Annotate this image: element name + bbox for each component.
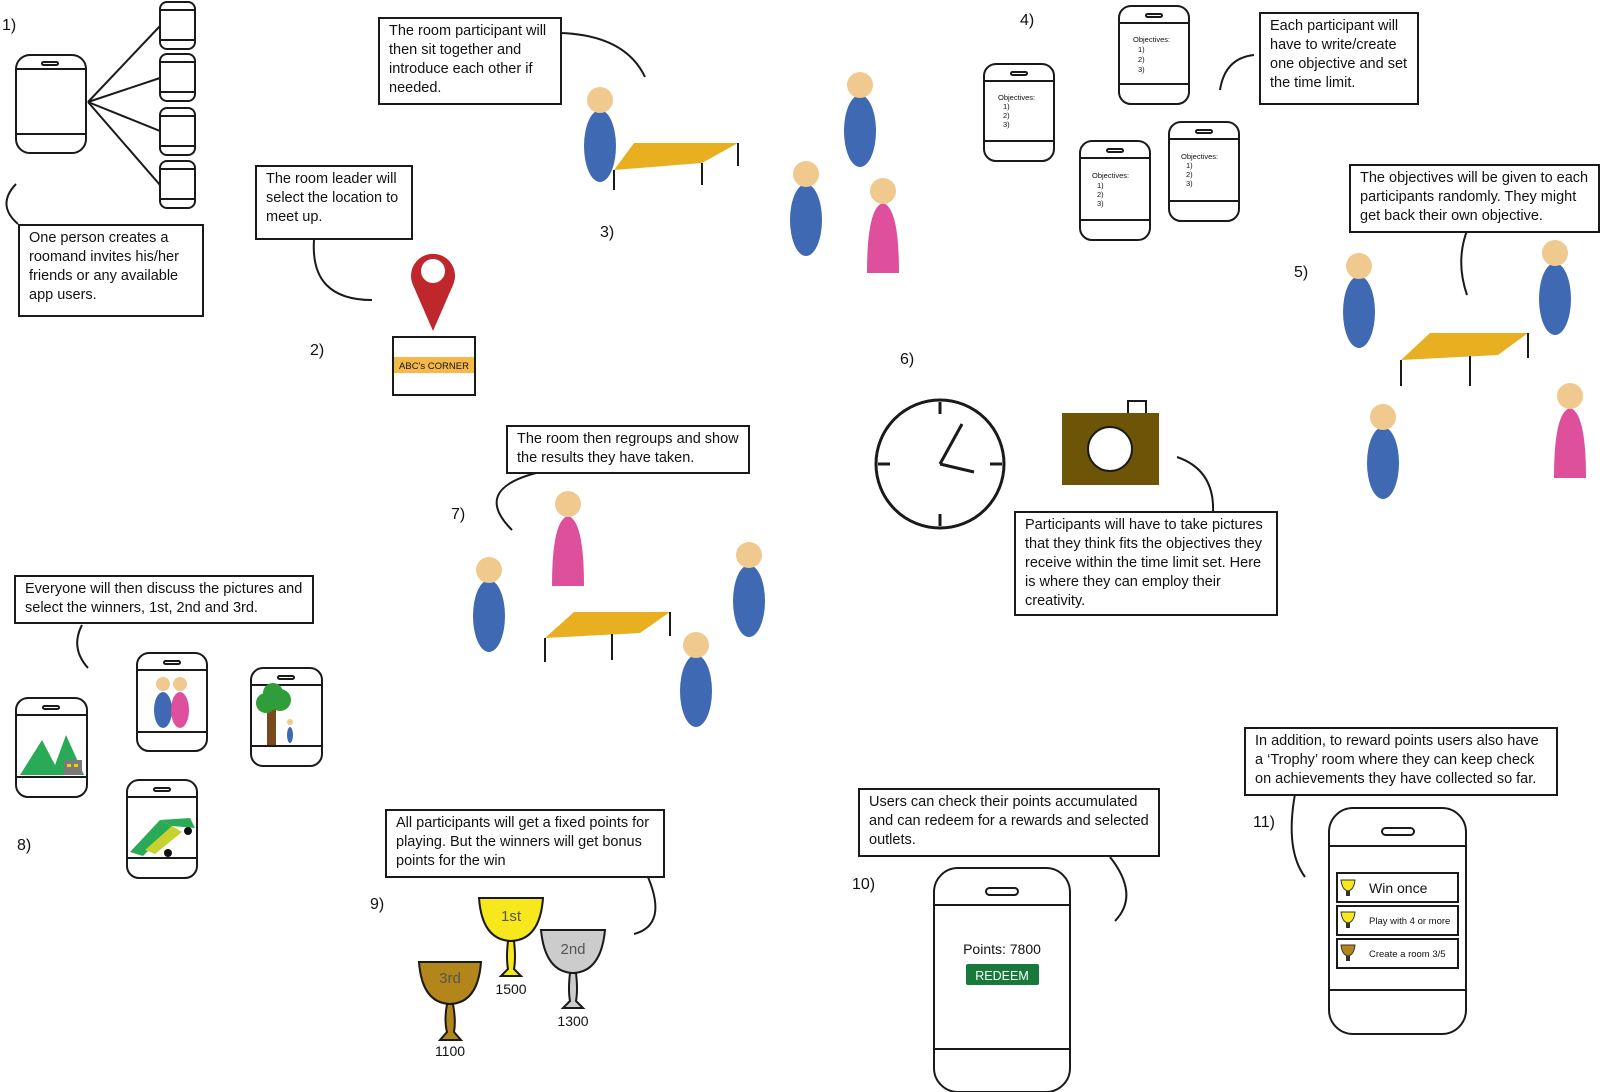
redeem-button-bg bbox=[966, 964, 1039, 985]
step9-graphic bbox=[417, 876, 657, 1041]
trophy-2nd-rank: 2nd bbox=[560, 941, 585, 958]
step10-graphic bbox=[933, 856, 1128, 1092]
field-photo bbox=[130, 818, 195, 857]
step-number-2: 2) bbox=[310, 342, 325, 359]
tree-photo bbox=[256, 683, 293, 745]
step-number-11: 11) bbox=[1253, 814, 1275, 831]
step-number-10: 10) bbox=[852, 876, 876, 893]
location-label: ABC's CORNER bbox=[399, 361, 469, 372]
step1-caption: One person creates a roomand invites his… bbox=[18, 224, 204, 317]
svg-text:2): 2) bbox=[1097, 190, 1104, 199]
mountain-photo bbox=[20, 735, 84, 775]
couple-photo bbox=[154, 677, 189, 728]
step-number-4: 4) bbox=[1020, 12, 1035, 29]
trophy-1st-points: 1500 bbox=[495, 981, 526, 997]
svg-text:1): 1) bbox=[1003, 102, 1010, 111]
step7-graphic bbox=[473, 472, 765, 727]
clock-icon bbox=[874, 398, 1006, 530]
svg-text:Objectives:: Objectives: bbox=[1133, 35, 1170, 44]
achievement-create-room: Create a room 3/5 bbox=[1369, 949, 1446, 960]
step8-graphic bbox=[15, 624, 323, 879]
step1-graphic bbox=[5, 1, 196, 225]
svg-text:Objectives:: Objectives: bbox=[1181, 152, 1218, 161]
step6-caption: Participants will have to take pictures … bbox=[1014, 511, 1278, 616]
svg-text:3): 3) bbox=[1186, 179, 1193, 188]
svg-text:1): 1) bbox=[1186, 161, 1193, 170]
step3-graphic bbox=[559, 32, 899, 273]
step-number-8: 8) bbox=[17, 837, 32, 854]
step-number-9: 9) bbox=[370, 896, 385, 913]
achievement-play-4: Play with 4 or more bbox=[1369, 916, 1450, 927]
step8-caption: Everyone will then discuss the pictures … bbox=[14, 575, 314, 624]
redeem-button[interactable]: REDEEM bbox=[975, 969, 1028, 983]
svg-text:Objectives:: Objectives: bbox=[1092, 171, 1129, 180]
trophy-2nd-points: 1300 bbox=[557, 1013, 588, 1029]
step11-caption: In addition, to reward points users also… bbox=[1244, 727, 1558, 796]
step6-graphic bbox=[874, 398, 1215, 530]
svg-text:2): 2) bbox=[1003, 111, 1010, 120]
step10-caption: Users can check their points accumulated… bbox=[858, 788, 1160, 857]
svg-text:2): 2) bbox=[1138, 55, 1145, 64]
step5-graphic bbox=[1343, 227, 1586, 499]
table bbox=[545, 612, 670, 638]
svg-text:Objectives:: Objectives: bbox=[998, 93, 1035, 102]
achievement-win-once: Win once bbox=[1369, 880, 1428, 896]
step4-graphic bbox=[983, 5, 1255, 241]
step9-caption: All participants will get a fixed points… bbox=[385, 809, 665, 878]
main-phone bbox=[15, 54, 87, 154]
svg-text:1): 1) bbox=[1097, 181, 1104, 190]
step-number-7: 7) bbox=[451, 506, 466, 523]
trophy-1st-rank: 1st bbox=[501, 908, 522, 925]
step5-caption: The objectives will be given to each par… bbox=[1349, 164, 1600, 233]
trophy-3rd-icon bbox=[417, 961, 483, 1041]
mini-trophy-icon bbox=[1340, 879, 1356, 961]
step-number-1: 1) bbox=[2, 17, 17, 34]
points-label: Points: 7800 bbox=[963, 941, 1041, 957]
svg-text:3): 3) bbox=[1097, 199, 1104, 208]
step7-caption: The room then regroups and show the resu… bbox=[506, 425, 750, 474]
step2-caption: The room leader will select the location… bbox=[255, 165, 413, 240]
camera-icon bbox=[1062, 400, 1159, 485]
objective-phone-text: Objectives: 1) 2) 3) Objectives: 1) 2) 3… bbox=[998, 35, 1218, 208]
trophy-3rd-points: 1100 bbox=[435, 1043, 465, 1059]
step-number-5: 5) bbox=[1294, 264, 1309, 281]
table bbox=[614, 143, 738, 170]
svg-text:3): 3) bbox=[1138, 65, 1145, 74]
svg-text:3): 3) bbox=[1003, 120, 1010, 129]
step-number-3: 3) bbox=[600, 224, 615, 241]
step4-caption: Each participant will have to write/crea… bbox=[1259, 12, 1419, 105]
svg-text:2): 2) bbox=[1186, 170, 1193, 179]
step2-graphic bbox=[312, 239, 476, 396]
trophy-2nd-icon bbox=[539, 929, 607, 1009]
table bbox=[1401, 333, 1528, 360]
trophy-1st-icon bbox=[477, 897, 545, 977]
trophy-3rd-rank: 3rd bbox=[439, 970, 461, 987]
step-number-6: 6) bbox=[900, 351, 915, 368]
svg-text:1): 1) bbox=[1138, 45, 1145, 54]
step3-caption: The room participant will then sit toget… bbox=[378, 17, 562, 105]
step11-graphic bbox=[1290, 793, 1467, 1035]
